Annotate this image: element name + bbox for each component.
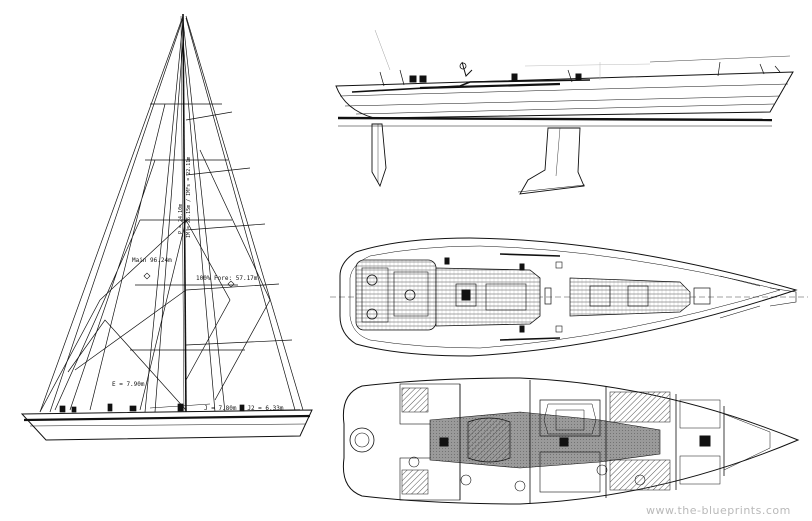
deck-plan [330,237,808,357]
keel [519,127,585,195]
mainsail-area-label: Main 96.24m [132,257,172,264]
cockpit [355,259,437,331]
e-dimension-label: E = 7.90m [112,381,145,388]
accommodation-plan [342,377,800,505]
coachroof [435,267,541,327]
forestay [39,15,184,413]
sail-center-marker-genoa [227,280,235,288]
dinette [467,417,511,463]
p-dimension-label: P = 24.10m [178,204,184,234]
genoa-area-label: 100% Fore: 57.17m [196,275,258,282]
j-dimension-label: J = 7.80m / J2 = 6.33m [204,405,284,412]
sail-plan [20,13,313,441]
main-leech [185,15,304,411]
rudder [371,123,387,188]
watermark: www.the-blueprints.com [646,504,791,517]
side-profile [335,29,794,195]
mast [182,13,187,417]
forward-deck [569,277,691,317]
i-dimension-label: IM = 26.15m / IMFs = 22.11m [186,157,192,238]
sail-center-marker-main [143,272,151,280]
